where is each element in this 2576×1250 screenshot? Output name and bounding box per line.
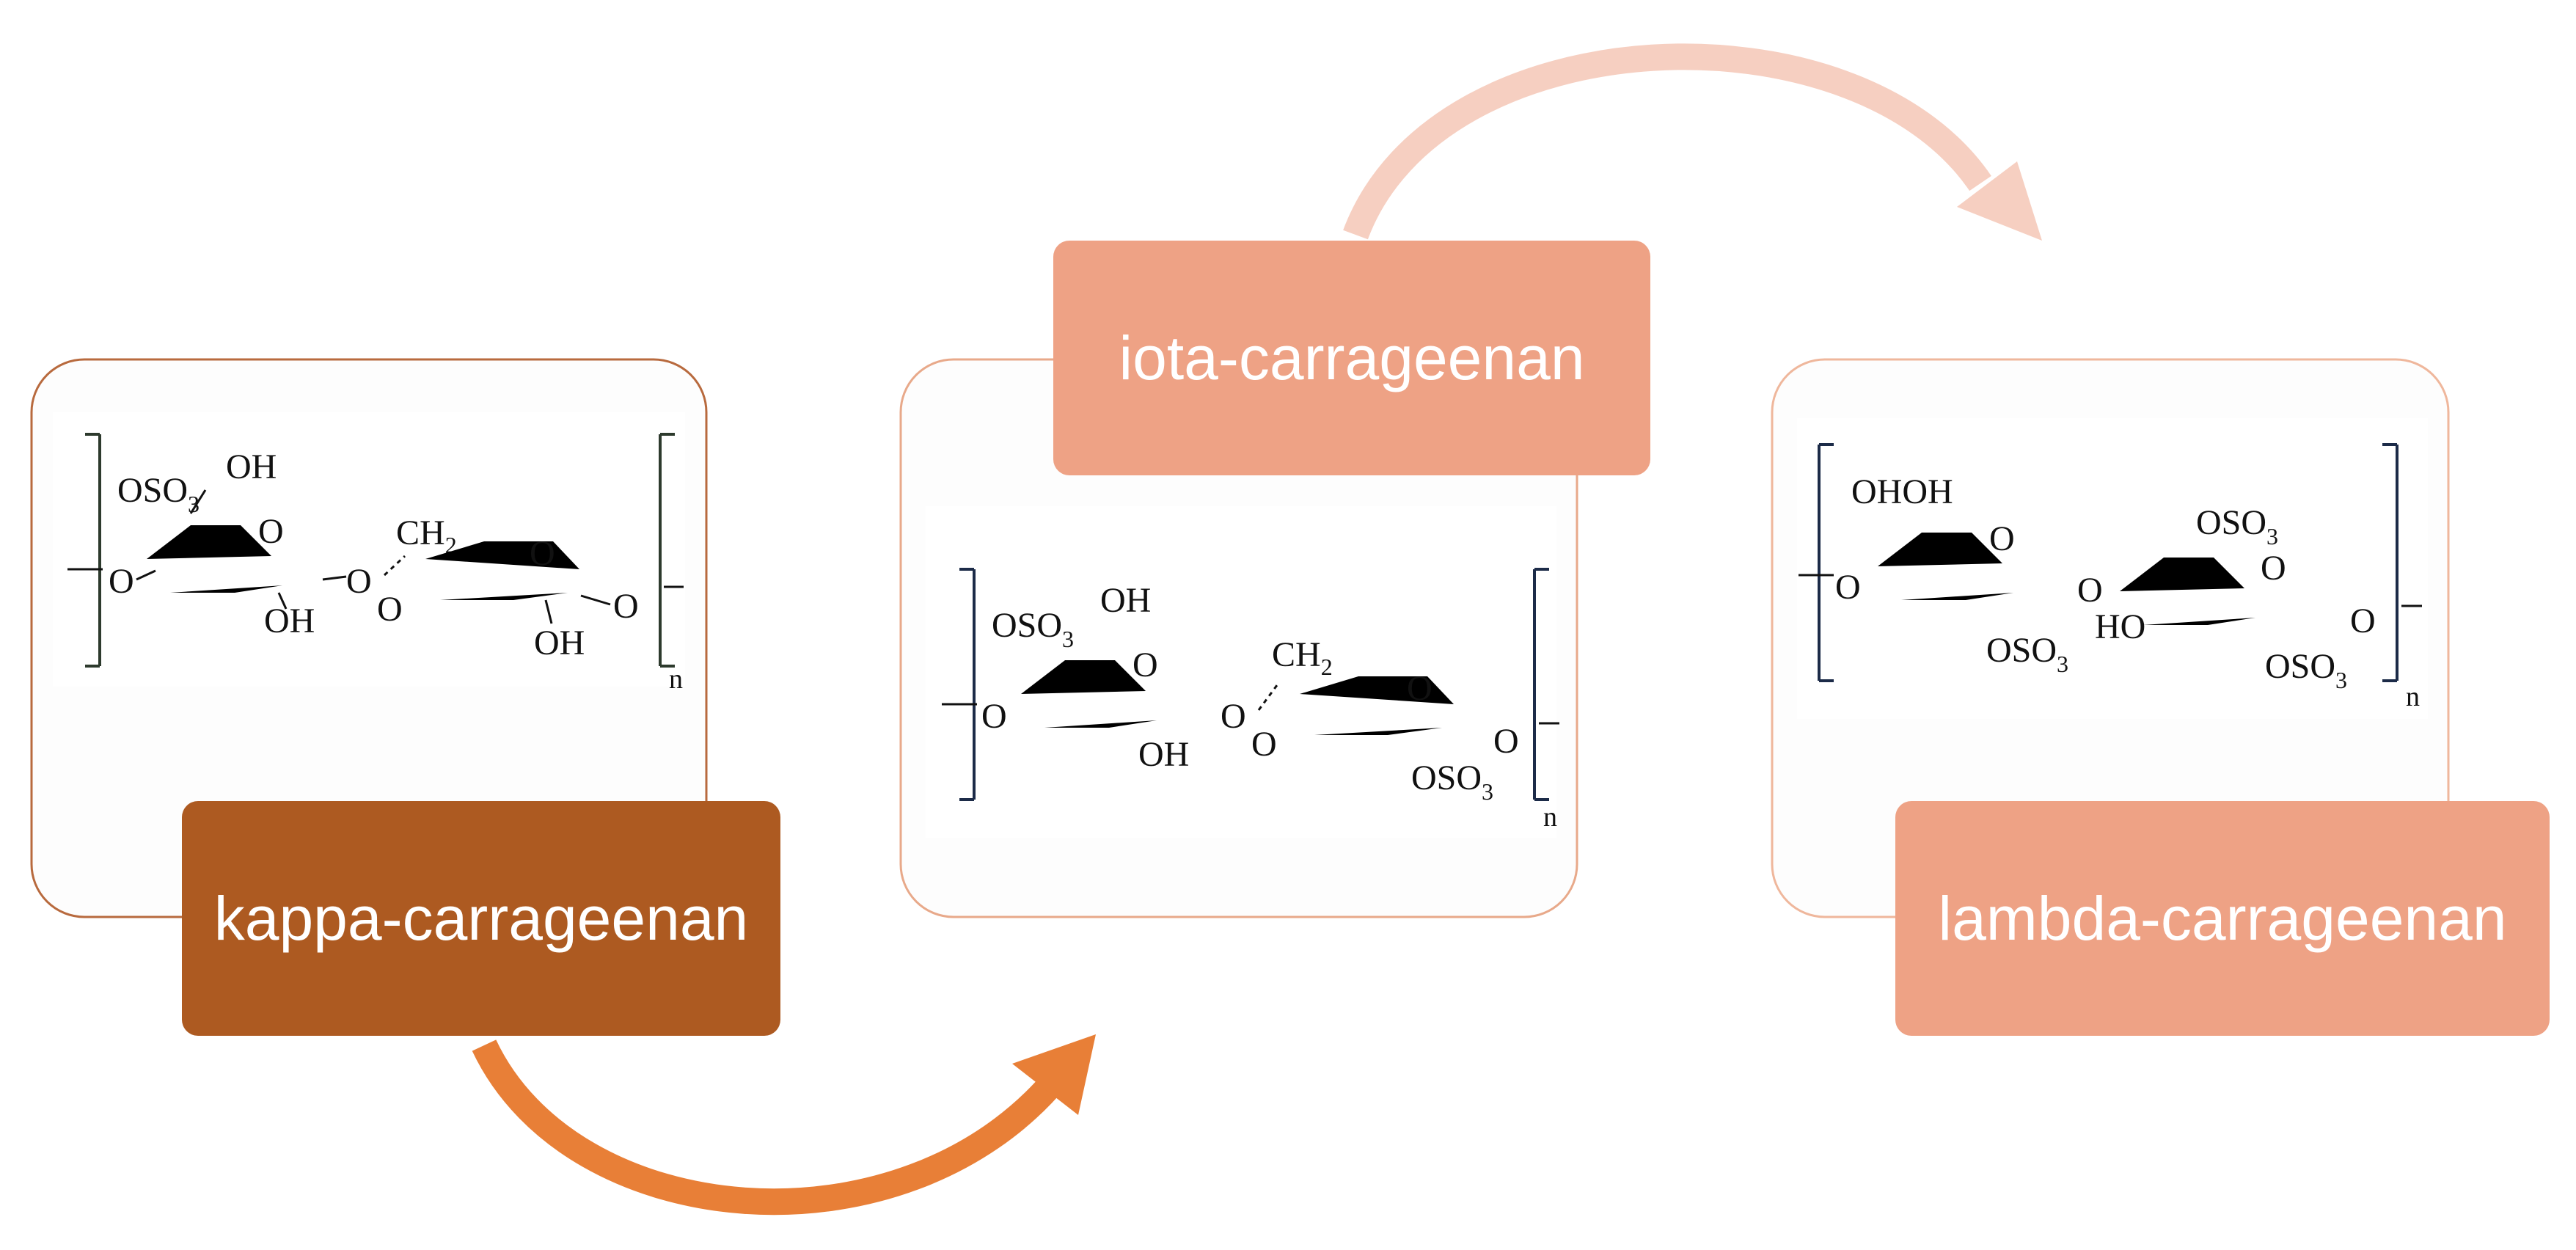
iota-oso3-right: OSO3: [1411, 759, 1493, 805]
kappa-ring-o2: O: [530, 534, 555, 573]
kappa-oso3-label: OSO: [117, 471, 188, 510]
lambda-oso3-bottom-label: OSO: [1986, 631, 2057, 670]
lambda-oso3-right: OSO3: [2265, 647, 2347, 693]
lambda-oso3-top-sub: 3: [2266, 523, 2278, 549]
structure-iota: O OSO3 OH O OH O CH2 O O OSO3 O n: [942, 568, 1559, 833]
kappa-oso3: OSO3: [117, 471, 200, 517]
kappa-oh-top: OH: [226, 447, 277, 486]
lambda-ring-o: O: [1989, 519, 2015, 558]
lambda-o-link: O: [2077, 571, 2103, 610]
iota-ring-o: O: [1133, 646, 1158, 684]
kappa-ch2-label: CH: [396, 513, 445, 552]
iota-o-link: O: [1221, 697, 1246, 736]
structure-kappa: O OSO3 OH O OH O CH2 O O OH O n: [67, 433, 684, 695]
structure-panel-lambda: [1797, 418, 2428, 719]
kappa-ring-o: O: [258, 512, 284, 551]
iota-oso3-sub: 3: [1062, 626, 1074, 652]
lambda-ohoh: OHOH: [1851, 472, 1953, 511]
lambda-oso3-bottom: OSO3: [1986, 631, 2068, 677]
lambda-oso3-bottom-sub: 3: [2057, 651, 2068, 677]
lambda-ring-o2: O: [2261, 549, 2286, 588]
lambda-oso3-right-sub: 3: [2335, 667, 2347, 693]
kappa-o-link: O: [346, 562, 372, 601]
lambda-ho: HO: [2095, 607, 2145, 646]
lambda-oso3-top-label: OSO: [2196, 503, 2266, 542]
structure-panel-kappa: [53, 412, 685, 687]
kappa-oh-right: OH: [534, 624, 585, 662]
lambda-n: n: [2406, 681, 2420, 712]
lambda-oso3-top: OSO3: [2196, 503, 2278, 549]
kappa-o-right: O: [613, 587, 639, 626]
arrow-iota-to-lambda: [1343, 43, 1991, 240]
iota-o-right: O: [1493, 722, 1519, 761]
kappa-oso3-sub: 3: [188, 491, 200, 517]
arrow-kappa-to-iota: [472, 1039, 1066, 1216]
iota-ch2: CH2: [1272, 635, 1333, 680]
iota-o-left: O: [981, 697, 1007, 736]
iota-oso3-label: OSO: [992, 606, 1062, 645]
structure-panel-iota: [926, 506, 1556, 838]
label-kappa-carrageenan: kappa-carrageenan: [182, 801, 780, 1036]
structure-lambda: O OHOH O OSO3 O OSO3 O HO OSO3 O n: [1799, 443, 2422, 712]
iota-oso3-right-label: OSO: [1411, 759, 1482, 797]
arrow-kappa-to-iota-head: [1012, 1034, 1096, 1115]
kappa-o-bridge: O: [377, 590, 403, 629]
kappa-n: n: [669, 664, 683, 695]
iota-oh-top: OH: [1100, 581, 1151, 620]
iota-oso3-right-sub: 3: [1482, 778, 1493, 805]
lambda-oso3-right-label: OSO: [2265, 647, 2335, 686]
kappa-oh-bottom: OH: [264, 602, 315, 640]
lambda-o-left: O: [1835, 568, 1861, 607]
lambda-o-right: O: [2350, 602, 2376, 640]
kappa-o-left: O: [109, 562, 134, 601]
iota-ch2-sub: 2: [1321, 654, 1333, 680]
iota-o-bridge: O: [1251, 725, 1277, 764]
iota-ring-o2: O: [1407, 669, 1432, 708]
iota-oh-bottom: OH: [1138, 735, 1189, 774]
label-iota-carrageenan: iota-carrageenan: [1053, 241, 1650, 475]
iota-ch2-label: CH: [1272, 635, 1321, 674]
iota-n: n: [1543, 802, 1557, 833]
label-lambda-carrageenan: lambda-carrageenan: [1895, 801, 2550, 1036]
kappa-ch2: CH2: [396, 513, 457, 558]
arrow-iota-to-lambda-head: [1957, 161, 2042, 241]
iota-oso3: OSO3: [992, 606, 1074, 652]
